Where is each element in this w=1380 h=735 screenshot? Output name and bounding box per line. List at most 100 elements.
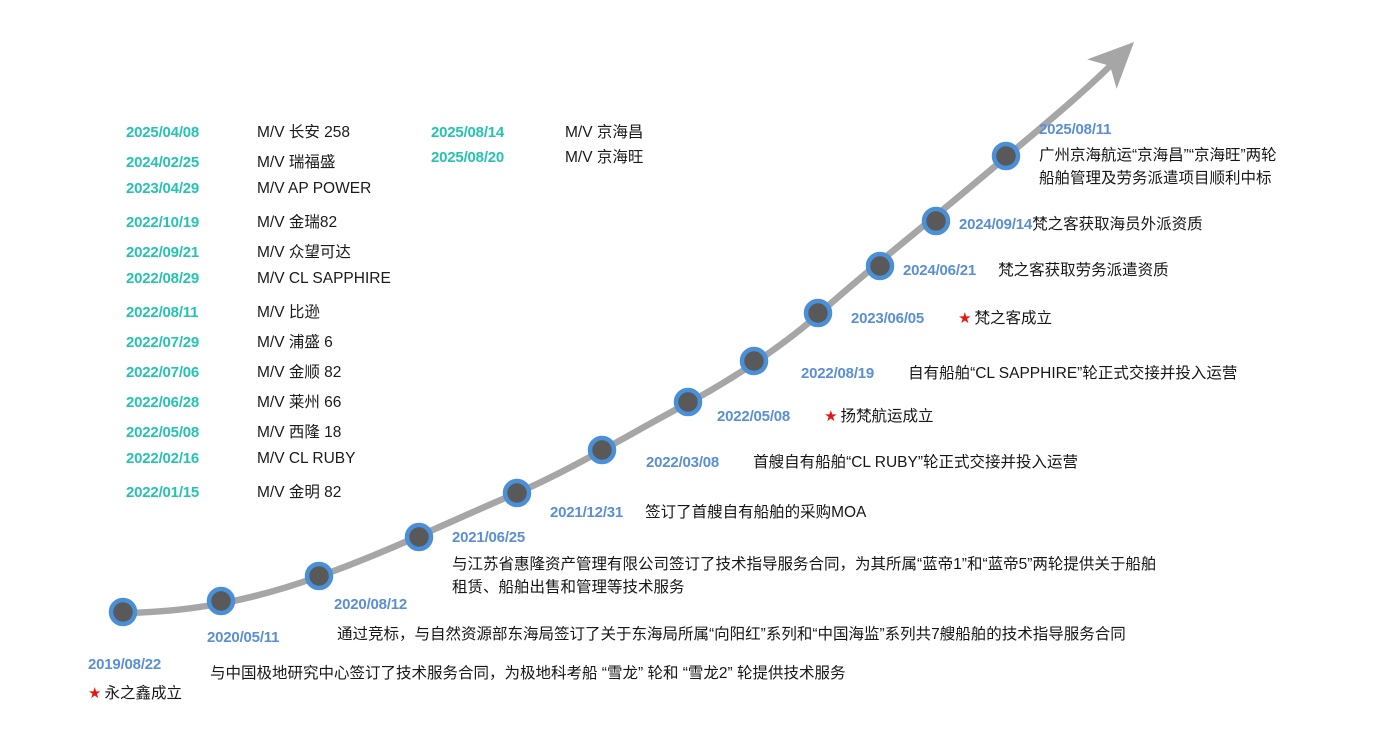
- fleet-vessel-name: M/V AP POWER: [257, 180, 372, 197]
- milestone-text: 永之鑫成立: [104, 685, 182, 702]
- fleet-row: 2022/07/06 M/V 金顺 82: [126, 360, 391, 390]
- milestone-date: 2025/08/11: [1039, 121, 1112, 138]
- fleet-date: 2022/08/29: [126, 270, 200, 287]
- fleet-vessel-name: M/V 京海旺: [565, 149, 644, 166]
- node-2021-12-31[interactable]: [502, 478, 532, 508]
- fleet-row: 2022/05/08 M/V 西隆 18: [126, 420, 391, 450]
- milestone-2024-06-21: 2024/06/21 梵之客获取劳务派遣资质: [903, 258, 1169, 280]
- milestone-2021-06-25: 2021/06/25 与江苏省惠隆资产管理有限公司签订了技术指导服务合同，为其所…: [452, 528, 1156, 599]
- node-2024-06-21[interactable]: [865, 251, 895, 281]
- milestone-2020-08-12: 2020/08/12: [334, 595, 407, 615]
- fleet-vessel-name: M/V 瑞福盛: [257, 154, 336, 171]
- fleet-row: 2022/02/16 M/V CL RUBY: [126, 450, 391, 480]
- node-2024-09-14[interactable]: [921, 206, 951, 236]
- fleet-vessel-name: M/V 众望可达: [257, 244, 351, 261]
- fleet-row: 2023/04/29 M/V AP POWER: [126, 180, 391, 210]
- fleet-list-column-2: 2025/08/14 M/V 京海昌 2025/08/20 M/V 京海旺: [431, 120, 643, 170]
- fleet-date: 2022/07/29: [126, 334, 200, 351]
- milestone-date: 2023/06/05: [851, 310, 925, 327]
- fleet-vessel-name: M/V 浦盛 6: [257, 334, 333, 351]
- fleet-row: 2025/08/14 M/V 京海昌: [431, 120, 643, 145]
- fleet-vessel-name: M/V 长安 258: [257, 124, 351, 141]
- node-2019-08-22[interactable]: [108, 597, 138, 627]
- milestone-2020-08-12-text: 通过竞标，与自然资源部东海局签订了关于东海局所属“向阳红”系列和“中国海监”系列…: [337, 622, 1126, 644]
- fleet-vessel-name: M/V CL SAPPHIRE: [257, 270, 391, 287]
- fleet-vessel-name: M/V 莱州 66: [257, 394, 342, 411]
- node-2020-05-11[interactable]: [206, 586, 236, 616]
- milestone-2022-03-08: 2022/03/08 首艘自有船舶“CL RUBY”轮正式交接并投入运营: [646, 450, 1078, 472]
- fleet-date: 2024/02/25: [126, 154, 200, 171]
- milestone-text: 梵之客成立: [974, 310, 1053, 327]
- milestone-text: 扬梵航运成立: [840, 408, 934, 425]
- milestone-2024-09-14: 2024/09/14梵之客获取海员外派资质: [959, 212, 1203, 234]
- milestone-date: 2021/12/31: [550, 504, 624, 521]
- fleet-row: 2024/02/25 M/V 瑞福盛: [126, 150, 391, 180]
- fleet-vessel-name: M/V 金瑞82: [257, 214, 338, 231]
- star-icon: ★: [824, 408, 838, 425]
- fleet-date: 2022/05/08: [126, 424, 200, 441]
- fleet-date: 2022/09/21: [126, 244, 200, 261]
- star-icon: ★: [958, 310, 972, 327]
- fleet-date: 2022/02/16: [126, 450, 200, 467]
- fleet-row: 2022/07/29 M/V 浦盛 6: [126, 330, 391, 360]
- milestone-date: 2019/08/22: [88, 656, 162, 673]
- milestone-text: 首艘自有船舶“CL RUBY”轮正式交接并投入运营: [753, 454, 1079, 471]
- milestone-date: 2024/09/14: [959, 216, 1033, 233]
- milestone-2019-08-22: 2019/08/22 ★永之鑫成立: [88, 655, 182, 703]
- fleet-vessel-name: M/V CL RUBY: [257, 450, 356, 467]
- milestone-2022-05-08: 2022/05/08 ★扬梵航运成立: [717, 404, 934, 426]
- milestone-text: 梵之客获取海员外派资质: [1032, 216, 1203, 233]
- fleet-date: 2022/07/06: [126, 364, 200, 381]
- milestone-text-line: 广州京海航运“京海昌”“京海旺”两轮: [1039, 147, 1277, 164]
- fleet-vessel-name: M/V 京海昌: [565, 124, 644, 141]
- node-2020-08-12[interactable]: [304, 561, 334, 591]
- milestone-2023-06-05: 2023/06/05 ★梵之客成立: [851, 306, 1052, 328]
- milestone-text: 自有船舶“CL SAPPHIRE”轮正式交接并投入运营: [908, 365, 1238, 382]
- milestone-text-line: 船舶管理及劳务派遣项目顺利中标: [1039, 170, 1272, 187]
- fleet-row: 2025/08/20 M/V 京海旺: [431, 145, 643, 170]
- milestone-2025-08-11: 2025/08/11 广州京海航运“京海昌”“京海旺”两轮 船舶管理及劳务派遣项…: [1039, 120, 1277, 190]
- milestone-text: 签订了首艘自有船舶的采购MOA: [645, 504, 867, 521]
- fleet-date: 2022/08/11: [126, 304, 199, 321]
- fleet-vessel-name: M/V 西隆 18: [257, 424, 342, 441]
- milestone-founding-line: ★永之鑫成立: [88, 681, 182, 703]
- fleet-date: 2023/04/29: [126, 180, 200, 197]
- fleet-row: 2025/04/08 M/V 长安 258: [126, 120, 391, 150]
- fleet-list-column-1: 2025/04/08 M/V 长安 258 2024/02/25 M/V 瑞福盛…: [126, 120, 391, 510]
- fleet-row: 2022/06/28 M/V 莱州 66: [126, 390, 391, 420]
- node-2023-06-05[interactable]: [803, 298, 833, 328]
- node-2022-08-19[interactable]: [739, 346, 769, 376]
- milestone-date: 2021/06/25: [452, 529, 526, 546]
- milestone-date: 2022/08/19: [801, 365, 875, 382]
- fleet-row: 2022/01/15 M/V 金明 82: [126, 480, 391, 510]
- fleet-vessel-name: M/V 金顺 82: [257, 364, 342, 381]
- milestone-date: 2024/06/21: [903, 262, 977, 279]
- fleet-date: 2025/04/08: [126, 124, 200, 141]
- milestone-date: 2022/05/08: [717, 408, 791, 425]
- milestone-text-line: 与江苏省惠隆资产管理有限公司签订了技术指导服务合同，为其所属“蓝帝1”和“蓝帝5…: [452, 556, 1157, 573]
- fleet-date: 2022/01/15: [126, 484, 200, 501]
- milestone-text: 梵之客获取劳务派遣资质: [998, 262, 1169, 279]
- fleet-date: 2025/08/20: [431, 149, 505, 166]
- node-2022-03-08[interactable]: [587, 435, 617, 465]
- milestone-2020-05-11-text: 与中国极地研究中心签订了技术服务合同，为极地科考船 “雪龙” 轮和 “雪龙2” …: [210, 661, 846, 683]
- milestone-date: 2022/03/08: [646, 454, 720, 471]
- milestone-2021-12-31: 2021/12/31 签订了首艘自有船舶的采购MOA: [550, 500, 866, 522]
- milestone-2022-08-19: 2022/08/19 自有船舶“CL SAPPHIRE”轮正式交接并投入运营: [801, 361, 1237, 383]
- fleet-date: 2022/10/19: [126, 214, 200, 231]
- node-2022-05-08[interactable]: [673, 387, 703, 417]
- fleet-vessel-name: M/V 比逊: [257, 304, 320, 321]
- milestone-date: 2020/05/11: [207, 629, 280, 646]
- fleet-vessel-name: M/V 金明 82: [257, 484, 342, 501]
- fleet-row: 2022/08/11 M/V 比逊: [126, 300, 391, 330]
- milestone-2020-05-11: 2020/05/11: [207, 628, 279, 648]
- node-2025-08-11[interactable]: [991, 141, 1021, 171]
- fleet-row: 2022/10/19 M/V 金瑞82: [126, 210, 391, 240]
- node-2021-06-25[interactable]: [404, 522, 434, 552]
- fleet-date: 2022/06/28: [126, 394, 200, 411]
- fleet-row: 2022/08/29 M/V CL SAPPHIRE: [126, 270, 391, 300]
- star-icon: ★: [88, 685, 102, 702]
- fleet-date: 2025/08/14: [431, 124, 505, 141]
- milestone-text-line: 租赁、船舶出售和管理等技术服务: [452, 579, 685, 596]
